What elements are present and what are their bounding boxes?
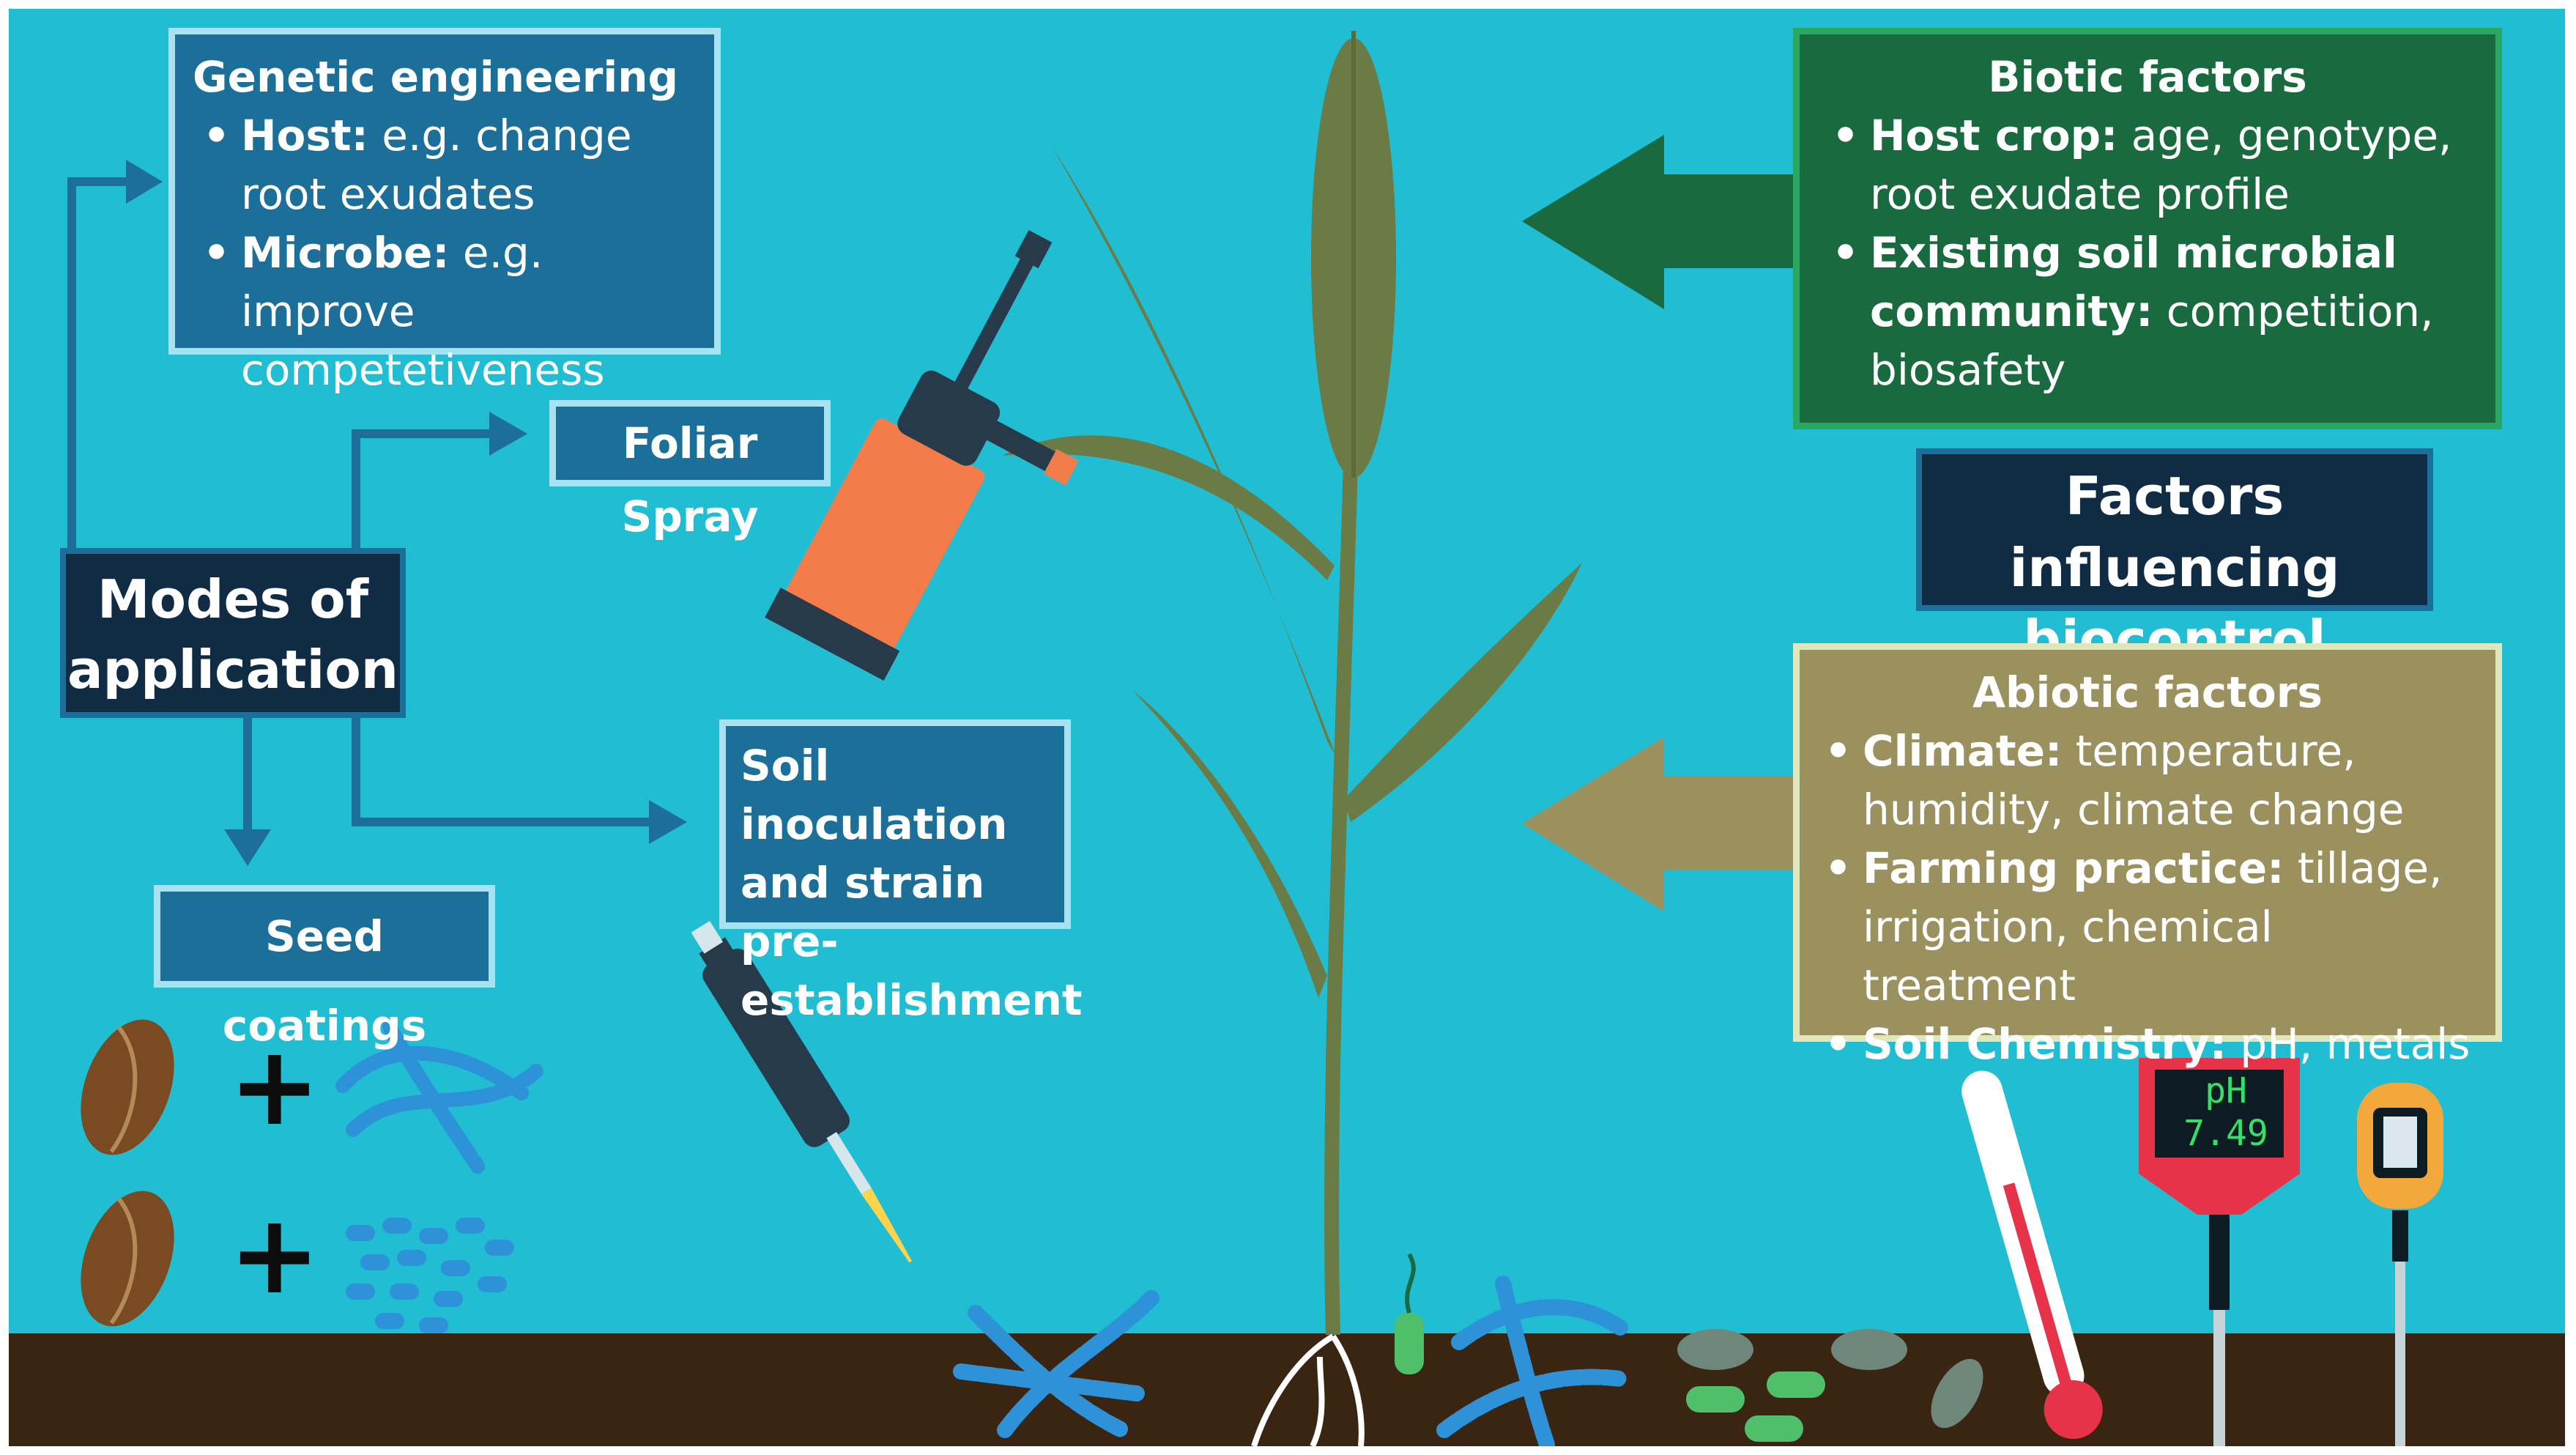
microbe-chain-icon [335, 1020, 543, 1174]
abiotic-factors-box: Abiotic factors Climate: temperature, hu… [1793, 643, 2502, 1073]
soil-line-1: Soil inoculation [740, 741, 1008, 849]
spray-bottle-icon [765, 230, 1079, 681]
soil-line-2: and strain pre- [740, 858, 985, 966]
ph-meter-icon [2139, 1058, 2300, 1446]
list-item: Climate: temperature, humidity, climate … [1814, 722, 2481, 839]
modes-of-application-box: Modes of application [60, 548, 406, 718]
list-item: Existing soil microbial community: compe… [1822, 223, 2473, 399]
foliar-spray-label: Foliar Spray [621, 418, 759, 541]
thermometer-icon [1961, 1070, 2103, 1440]
soil-microbes-icon [953, 1276, 1628, 1446]
plant-roots [1251, 1333, 1365, 1446]
list-item: Farming practice: tillage, irrigation, c… [1814, 839, 2481, 1015]
arrow-heads [126, 160, 687, 866]
bacteria-icons [1395, 1253, 1983, 1442]
modes-line-1: Modes of [97, 569, 369, 630]
seed-icon [81, 1191, 174, 1327]
ph-value: 7.49 [2183, 1113, 2268, 1154]
biotic-arrow [1522, 135, 1793, 309]
genetic-engineering-list: Host: e.g. change root exudates Microbe:… [193, 106, 697, 399]
list-item: Microbe: e.g. improve competetiveness [193, 223, 697, 399]
infographic-canvas: Genetic engineering Host: e.g. change ro… [9, 9, 2565, 1446]
seed-coatings-label: Seed coatings [222, 911, 427, 1051]
plus-sign-1: + [229, 1023, 321, 1150]
genetic-engineering-title: Genetic engineering [193, 52, 679, 102]
abiotic-arrow [1522, 737, 1793, 911]
soil-line-3: establishment [740, 975, 1083, 1025]
soil-ground [9, 1333, 2565, 1446]
microbe-cluster-icon [346, 1218, 514, 1333]
illustration-layer [9, 31, 2565, 1446]
wheat-plant [1002, 31, 1582, 1336]
genetic-engineering-box: Genetic engineering Host: e.g. change ro… [168, 28, 721, 395]
list-item: Host crop: age, genotype, root exudate p… [1822, 106, 2473, 223]
seed-icons [81, 1019, 174, 1327]
foliar-spray-box: Foliar Spray [549, 400, 831, 541]
pipette-icon [691, 920, 912, 1263]
biotic-factors-list: Host crop: age, genotype, root exudate p… [1822, 106, 2473, 399]
ph-unit: pH [2205, 1070, 2247, 1111]
plus-sign-2: + [229, 1191, 321, 1319]
abiotic-factors-list: Climate: temperature, humidity, climate … [1814, 722, 2481, 1073]
modes-line-2: application [67, 639, 399, 700]
soil-inoculation-box: Soil inoculation and strain pre- establi… [719, 719, 1083, 1025]
seed-coatings-box: Seed coatings [154, 885, 495, 1051]
factors-line-1: Factors influencing [2009, 465, 2340, 599]
factors-title-box: Factors influencing biocontrol efficacy [1916, 448, 2433, 742]
list-item: Host: e.g. change root exudates [193, 106, 697, 223]
biotic-factors-box: Biotic factors Host crop: age, genotype,… [1793, 28, 2502, 429]
connector-arrows [67, 177, 653, 835]
seed-icon [81, 1019, 174, 1155]
soil-sensor-icon [2357, 1083, 2443, 1446]
ph-meter-display: pH 7.49 [2149, 1070, 2303, 1155]
abiotic-factors-title: Abiotic factors [1972, 667, 2323, 717]
list-item: Soil Chemistry: pH, metals [1814, 1015, 2481, 1073]
biotic-factors-title: Biotic factors [1988, 52, 2307, 102]
